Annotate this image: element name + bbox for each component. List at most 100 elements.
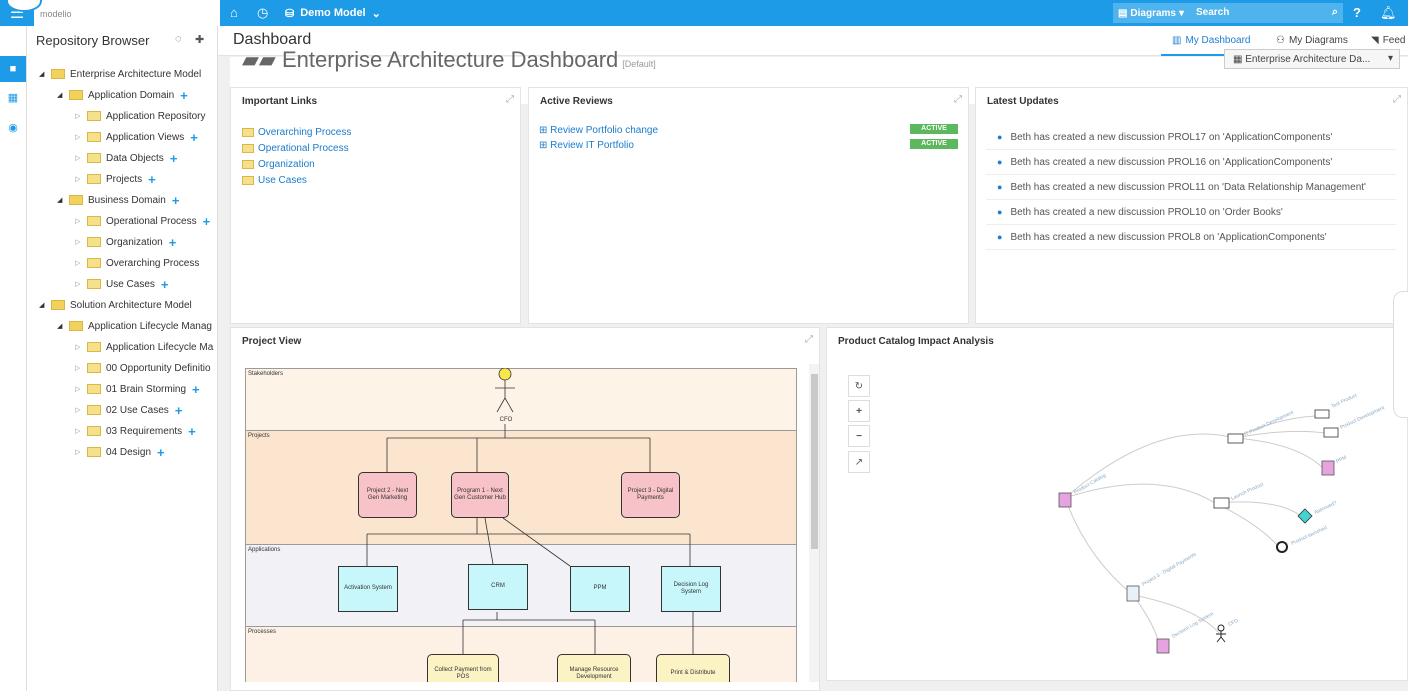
- collapsed-caret-icon[interactable]: ▷: [75, 218, 81, 225]
- tree-node[interactable]: ▷Data Objects+: [75, 148, 177, 168]
- add-icon[interactable]: +: [190, 129, 198, 145]
- pin-icon[interactable]: ✚: [195, 34, 205, 46]
- collapsed-caret-icon[interactable]: ▷: [75, 260, 81, 267]
- node-product-launched[interactable]: [1276, 541, 1288, 553]
- add-icon[interactable]: +: [168, 234, 177, 250]
- target-icon[interactable]: ◉: [8, 121, 18, 134]
- tree-node[interactable]: ◢Application Domain+: [57, 85, 188, 105]
- folder-icon[interactable]: ■: [0, 56, 26, 82]
- collapsed-caret-icon[interactable]: ▷: [75, 155, 81, 162]
- zoom-in-icon[interactable]: +: [848, 400, 870, 422]
- tree-node[interactable]: ▷00 Opportunity Definitio: [75, 358, 211, 378]
- node-launch-product[interactable]: [1213, 497, 1230, 509]
- node-ppm[interactable]: [1321, 460, 1335, 476]
- node-test-product[interactable]: [1314, 409, 1330, 419]
- search-input[interactable]: Search ⌕: [1189, 3, 1343, 23]
- project-node[interactable]: Project 2 - Next Gen Marketing: [358, 472, 417, 518]
- node-project-3[interactable]: [1126, 585, 1140, 602]
- add-icon[interactable]: +: [202, 213, 211, 229]
- tree-node[interactable]: ▷Overarching Process: [75, 253, 199, 273]
- model-selector[interactable]: ⛁ Demo Model ⌄: [285, 0, 381, 26]
- project-view-scrollbar[interactable]: [809, 364, 819, 682]
- update-item[interactable]: ●Beth has created a new discussion PROL1…: [986, 175, 1396, 200]
- tree-node[interactable]: ▷01 Brain Storming+: [75, 379, 200, 399]
- expanded-caret-icon[interactable]: ◢: [39, 71, 45, 78]
- node-product-development[interactable]: [1323, 427, 1339, 438]
- update-item[interactable]: ●Beth has created a new discussion PROL1…: [986, 150, 1396, 175]
- collapsed-caret-icon[interactable]: ▷: [75, 239, 81, 246]
- tree-node[interactable]: ◢Solution Architecture Model: [39, 295, 192, 315]
- tree-node[interactable]: ▷02 Use Cases+: [75, 400, 182, 420]
- link-use-cases[interactable]: Use Cases: [242, 175, 307, 186]
- expanded-caret-icon[interactable]: ◢: [57, 323, 63, 330]
- expand-icon[interactable]: ⤢: [805, 334, 813, 345]
- project-node[interactable]: Program 1 - Next Gen Customer Hub: [451, 472, 509, 518]
- tree-node[interactable]: ◢Business Domain+: [57, 190, 179, 210]
- node-cfo[interactable]: [1216, 624, 1226, 643]
- tree-node[interactable]: ▷04 Design+: [75, 442, 165, 462]
- node-product-catalog[interactable]: [1058, 492, 1072, 508]
- review-item[interactable]: ⊞ Review Portfolio change: [539, 125, 658, 136]
- collapsed-caret-icon[interactable]: ▷: [75, 407, 81, 414]
- notification-bell-icon[interactable]: 🔔︎: [1380, 5, 1397, 20]
- add-icon[interactable]: +: [174, 402, 183, 418]
- expand-icon[interactable]: ⤢: [506, 94, 514, 105]
- tree-node[interactable]: ▷Projects+: [75, 169, 156, 189]
- application-node[interactable]: CRM: [468, 564, 528, 610]
- link-overarching-process[interactable]: Overarching Process: [242, 127, 351, 138]
- tree-node[interactable]: ▷Operational Process+: [75, 211, 210, 231]
- tree-node[interactable]: ▷Application Views+: [75, 127, 198, 147]
- add-icon[interactable]: +: [169, 150, 178, 166]
- collapsed-caret-icon[interactable]: ▷: [75, 386, 81, 393]
- link-organization[interactable]: Organization: [242, 159, 315, 170]
- add-icon[interactable]: +: [171, 192, 180, 208]
- application-node[interactable]: Decision Log System: [661, 566, 721, 612]
- tree-node[interactable]: ▷Application Repository: [75, 106, 206, 126]
- expand-icon[interactable]: ⤢: [954, 94, 962, 105]
- collapsed-caret-icon[interactable]: ▷: [75, 281, 81, 288]
- tree-node[interactable]: ◢Enterprise Architecture Model: [39, 64, 201, 84]
- dashboard-selector[interactable]: ▦ Enterprise Architecture Da... ▾: [1224, 49, 1400, 69]
- node-approved-gateway[interactable]: [1297, 508, 1313, 524]
- collapsed-caret-icon[interactable]: ▷: [75, 176, 81, 183]
- node-decision-log-system[interactable]: [1156, 638, 1170, 654]
- tree-node[interactable]: ▷03 Requirements+: [75, 421, 196, 441]
- update-item[interactable]: ●Beth has created a new discussion PROL1…: [986, 200, 1396, 225]
- tab-feed[interactable]: ◥Feed: [1371, 35, 1406, 46]
- expand-icon[interactable]: ⤢: [1393, 94, 1401, 105]
- process-node[interactable]: Manage Resource Development: [557, 654, 631, 682]
- collapsed-caret-icon[interactable]: ▷: [75, 113, 81, 120]
- history-icon[interactable]: ◷: [257, 5, 269, 20]
- project-view-diagram[interactable]: Stakeholders Projects Applications Proce…: [245, 368, 797, 682]
- side-toolbar-edge[interactable]: [1393, 291, 1408, 418]
- update-item[interactable]: ●Beth has created a new discussion PROL8…: [986, 225, 1396, 250]
- collapsed-caret-icon[interactable]: ▷: [75, 428, 81, 435]
- zoom-out-icon[interactable]: −: [848, 425, 870, 447]
- collapsed-caret-icon[interactable]: ▷: [75, 365, 81, 372]
- app-logo[interactable]: modelio: [34, 0, 220, 26]
- add-icon[interactable]: +: [188, 423, 196, 439]
- refresh-icon[interactable]: ↻: [848, 375, 870, 397]
- external-link-icon[interactable]: ↗: [848, 451, 870, 473]
- tab-my-dashboard[interactable]: ▥My Dashboard: [1172, 35, 1250, 46]
- review-item[interactable]: ⊞ Review IT Portfolio: [539, 140, 634, 151]
- collapsed-caret-icon[interactable]: ▷: [75, 449, 81, 456]
- collapsed-caret-icon[interactable]: ▷: [75, 344, 81, 351]
- add-icon[interactable]: +: [192, 381, 200, 397]
- search-icon[interactable]: ⌕: [1331, 6, 1338, 18]
- node-it-product-development[interactable]: [1227, 433, 1244, 444]
- project-node[interactable]: Project 3 - Digital Payments: [621, 472, 680, 518]
- impact-graph[interactable]: Product Catalog IT Product Development T…: [827, 328, 1408, 682]
- tree-node[interactable]: ▷Use Cases+: [75, 274, 169, 294]
- expanded-caret-icon[interactable]: ◢: [39, 302, 45, 309]
- process-node[interactable]: Collect Payment from POS: [427, 654, 499, 682]
- tree-node[interactable]: ▷Organization+: [75, 232, 176, 252]
- collapsed-caret-icon[interactable]: ▷: [75, 134, 81, 141]
- home-icon[interactable]: ⌂: [230, 5, 238, 20]
- comment-icon[interactable]: ◌: [175, 33, 182, 45]
- diagrams-dropdown[interactable]: ▤ Diagrams ▾: [1113, 3, 1189, 23]
- update-item[interactable]: ●Beth has created a new discussion PROL1…: [986, 125, 1396, 150]
- expanded-caret-icon[interactable]: ◢: [57, 197, 63, 204]
- application-node[interactable]: PPM: [570, 566, 630, 612]
- process-node[interactable]: Print & Distribute: [656, 654, 730, 682]
